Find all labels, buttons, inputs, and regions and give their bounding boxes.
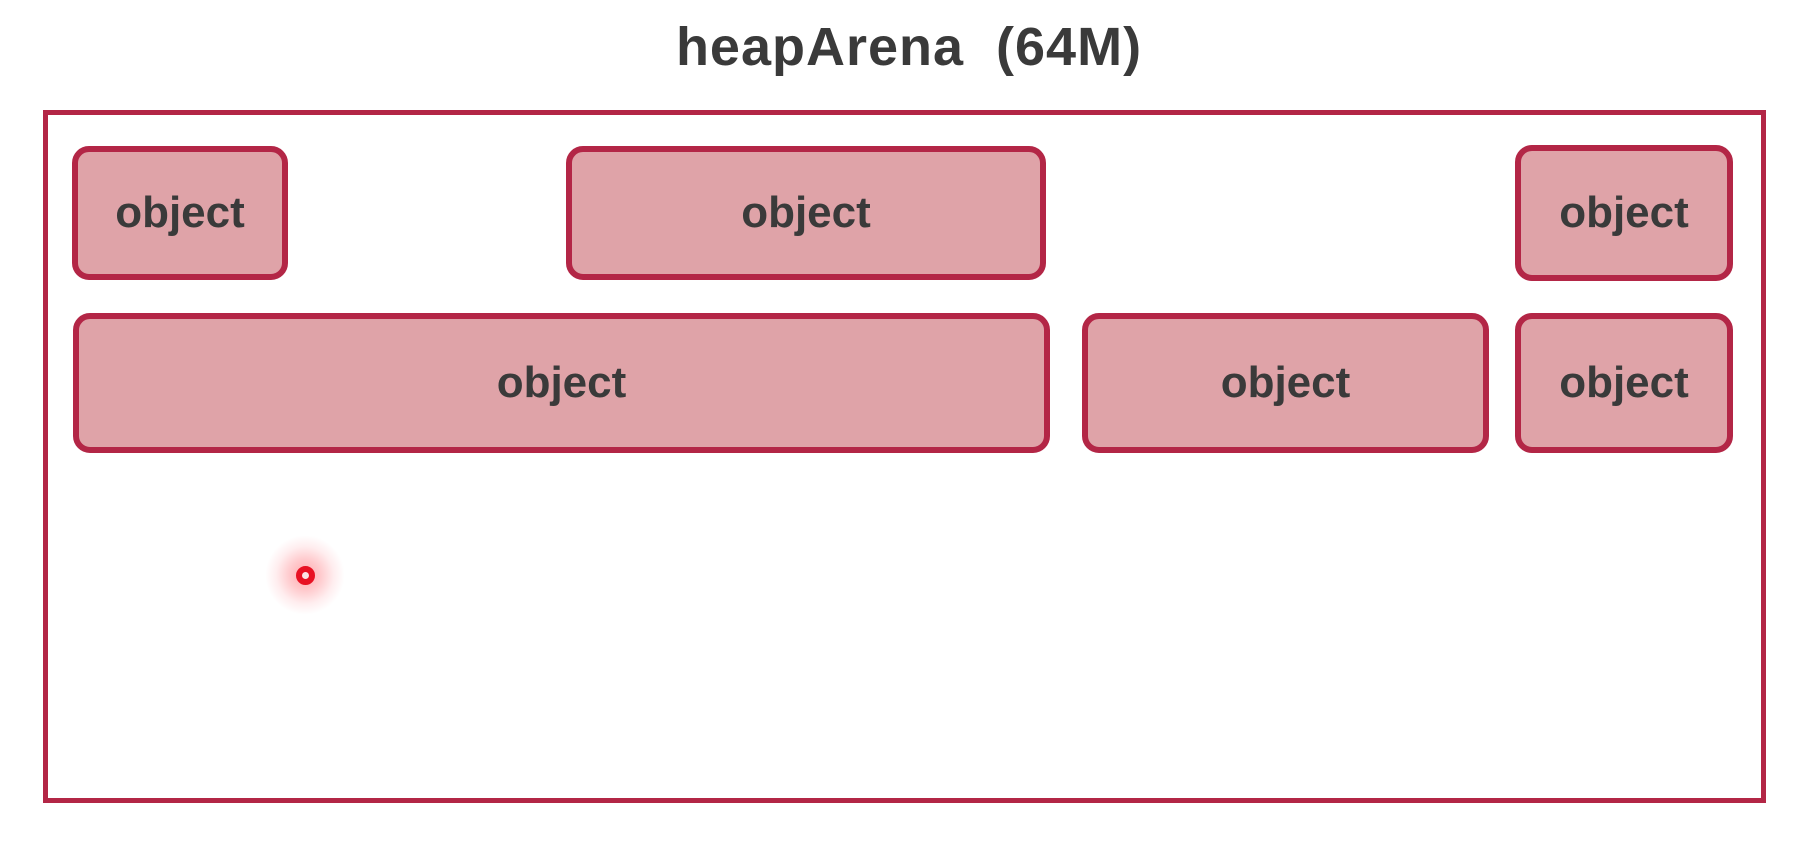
object-label: object (115, 188, 245, 237)
object-block: object (73, 313, 1050, 453)
object-label: object (1559, 188, 1689, 237)
page-title: heapArena (64M) (675, 17, 1143, 77)
object-block: object (1082, 313, 1489, 453)
object-label: object (1220, 358, 1351, 407)
object-label: object (496, 358, 627, 407)
cursor-click-indicator (266, 536, 344, 614)
object-label: object (741, 188, 871, 237)
object-label: object (1559, 358, 1689, 407)
object-block: object (1515, 145, 1733, 281)
object-block: object (1515, 313, 1733, 453)
heap-arena-container: object object object object object objec… (43, 110, 1766, 803)
red-dot-icon (295, 565, 315, 585)
object-block: object (72, 146, 288, 280)
object-block: object (566, 146, 1046, 280)
